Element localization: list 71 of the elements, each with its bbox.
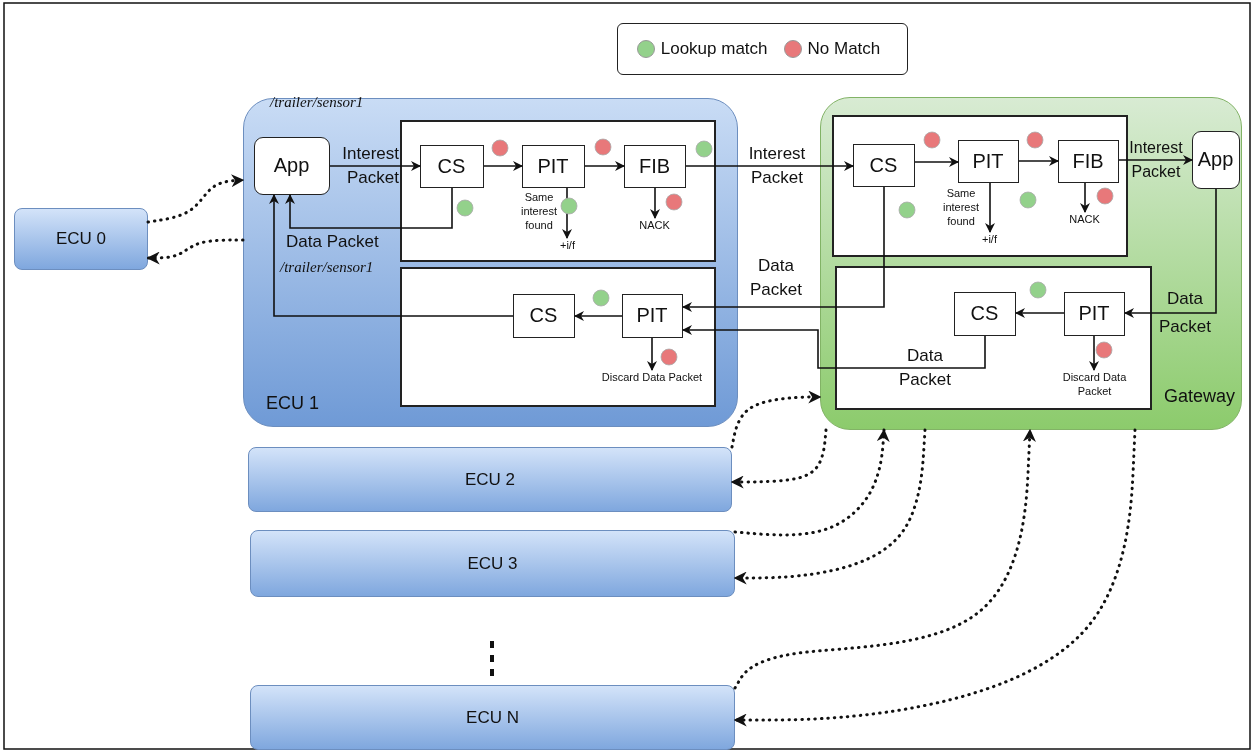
edge-label: Interest Packet [1128,138,1184,182]
process-box: PIT [621,293,683,338]
edge-label: Interest Packet [341,143,399,189]
arrow [1118,155,1193,165]
edge-label: Interest Packet [747,143,807,189]
dotted-arrow [730,428,828,489]
edge-label: Data Packet [749,255,803,301]
app-box: App [253,136,330,195]
dotted-arrow [733,428,927,585]
note-text: Same interest found [519,190,559,232]
ecu-box: ECU N [250,685,735,750]
outcome-text: Discard Data Packet [599,369,705,400]
interest-panel [399,119,716,262]
arrow [682,325,986,369]
note-text: Same interest found [941,186,981,228]
app-box: App [1191,130,1240,189]
process-box: CS [512,293,575,338]
dotted-arrow [733,428,1036,690]
legend-text: Lookup match [660,39,768,59]
dotted-arrow [733,428,1137,727]
arrow [1080,182,1090,213]
ecu-box: ECU 3 [250,530,735,597]
group-label: ECU 1 [266,393,319,414]
arrow [574,311,623,321]
dotted-arrow [730,390,822,449]
dotted-arrow [146,174,245,224]
arrow [483,161,523,171]
dotted-arrow [146,238,245,265]
arrow [1124,188,1217,318]
arrow [329,161,421,171]
outcome-text: NACK [629,217,680,234]
outcome-text: +i/f [552,237,583,252]
arrow [685,161,854,171]
arrow [1089,335,1099,371]
arrow [269,194,514,317]
arrow [584,161,625,171]
process-box: CS [419,144,484,188]
ecu-container [243,98,738,427]
gateway-container [820,97,1242,430]
arrow [1018,156,1059,166]
data-panel [399,266,716,407]
path-text: /trailer/sensor1 [280,259,375,276]
data-panel [834,265,1152,410]
edge-label: Data Packet [286,231,380,253]
process-box: PIT [521,144,585,188]
arrow [985,182,995,233]
outcome-text: +i/f [974,231,1005,246]
dotted-arrow [733,428,890,537]
process-box: PIT [1063,291,1125,336]
process-box: PIT [957,139,1019,183]
arrow [1015,308,1065,318]
outcome-text: Discard Data Packet [1044,369,1145,400]
outcome-text: NACK [1059,211,1110,228]
process-box: FIB [623,144,686,188]
process-box: FIB [1057,139,1119,183]
arrow [914,157,959,167]
arrow [562,187,572,239]
arrow [285,187,453,229]
process-box: CS [953,291,1016,336]
legend-text: No Match [807,39,881,59]
edge-label: Data Packet [898,345,952,391]
arrow [682,186,885,312]
arrow [647,337,657,371]
interest-panel [831,114,1128,257]
path-text: /trailer/sensor1 [270,94,365,111]
edge-label: Data Packet [1158,288,1212,338]
ecu-box: ECU 2 [248,447,732,512]
arrow [650,187,660,219]
process-box: CS [852,143,915,187]
ecu-box: ECU 0 [14,208,148,270]
group-label: Gateway [1163,386,1235,407]
